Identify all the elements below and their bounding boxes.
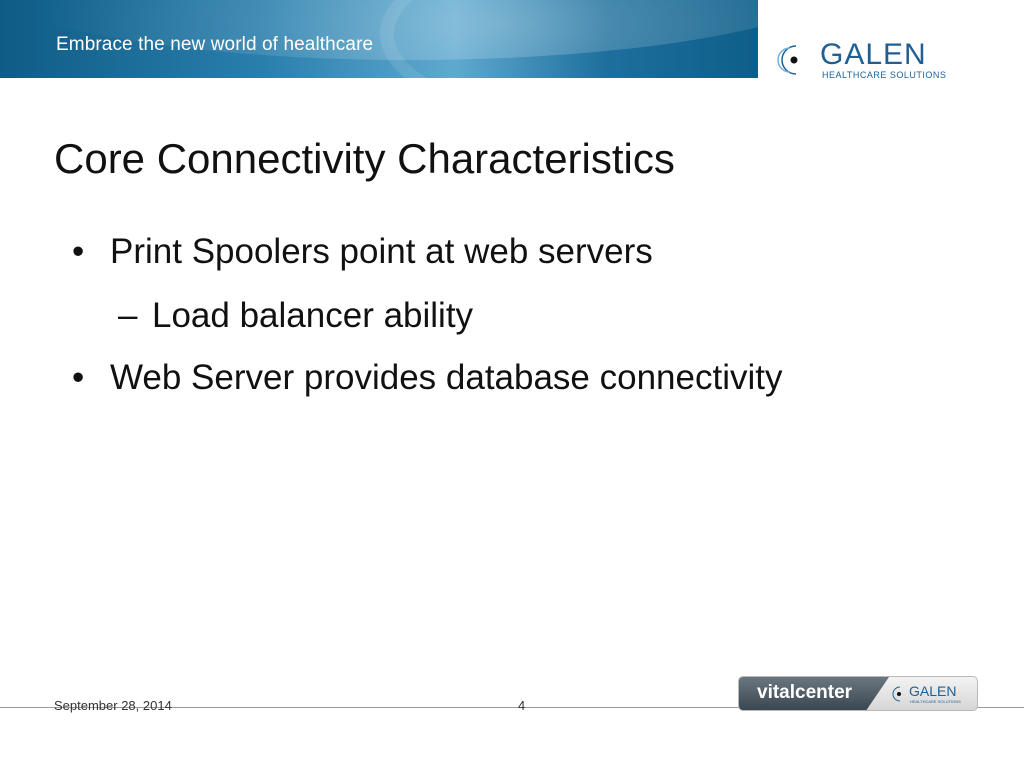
header-banner: Embrace the new world of healthcare — [0, 0, 758, 78]
galen-logo: GALEN HEALTHCARE SOLUTIONS — [777, 38, 946, 80]
bullet-item: • Print Spoolers point at web servers — [72, 232, 653, 272]
page-number: 4 — [518, 698, 526, 713]
bullet-marker: • — [72, 232, 85, 271]
vitalcenter-wordmark: vitalcenter — [757, 682, 853, 703]
galen-small-logo-icon — [892, 686, 901, 702]
galen-small-logo: GALEN HEALTHCARE SOLUTIONS — [892, 683, 961, 704]
bullet-item: • Web Server provides database connectivi… — [72, 358, 783, 398]
bullet-text: Print Spoolers point at web servers — [110, 232, 653, 271]
galen-logo-wordmark: GALEN — [820, 38, 927, 71]
slide-title: Core Connectivity Characteristics — [54, 135, 675, 182]
galen-small-subtext: HEALTHCARE SOLUTIONS — [910, 699, 961, 704]
bullet-marker: • — [72, 358, 85, 397]
sub-bullet-text: Load balancer ability — [152, 296, 474, 335]
galen-logo-subtext: HEALTHCARE SOLUTIONS — [822, 70, 946, 80]
footer-date: September 28, 2014 — [54, 698, 172, 713]
sub-bullet-item: –Load balancer ability — [118, 296, 473, 336]
badge-dark-panel — [739, 677, 889, 710]
sub-bullet-marker: – — [118, 296, 138, 335]
vitalcenter-badge: vitalcenter GALEN HEALTHCARE SOLUTIONS — [738, 676, 978, 711]
bullet-text: Web Server provides database connectivit… — [110, 358, 783, 397]
header-tagline: Embrace the new world of healthcare — [56, 34, 374, 55]
footer-divider — [0, 707, 1024, 708]
galen-small-wordmark: GALEN — [909, 683, 956, 699]
galen-logo-icon — [777, 45, 798, 75]
